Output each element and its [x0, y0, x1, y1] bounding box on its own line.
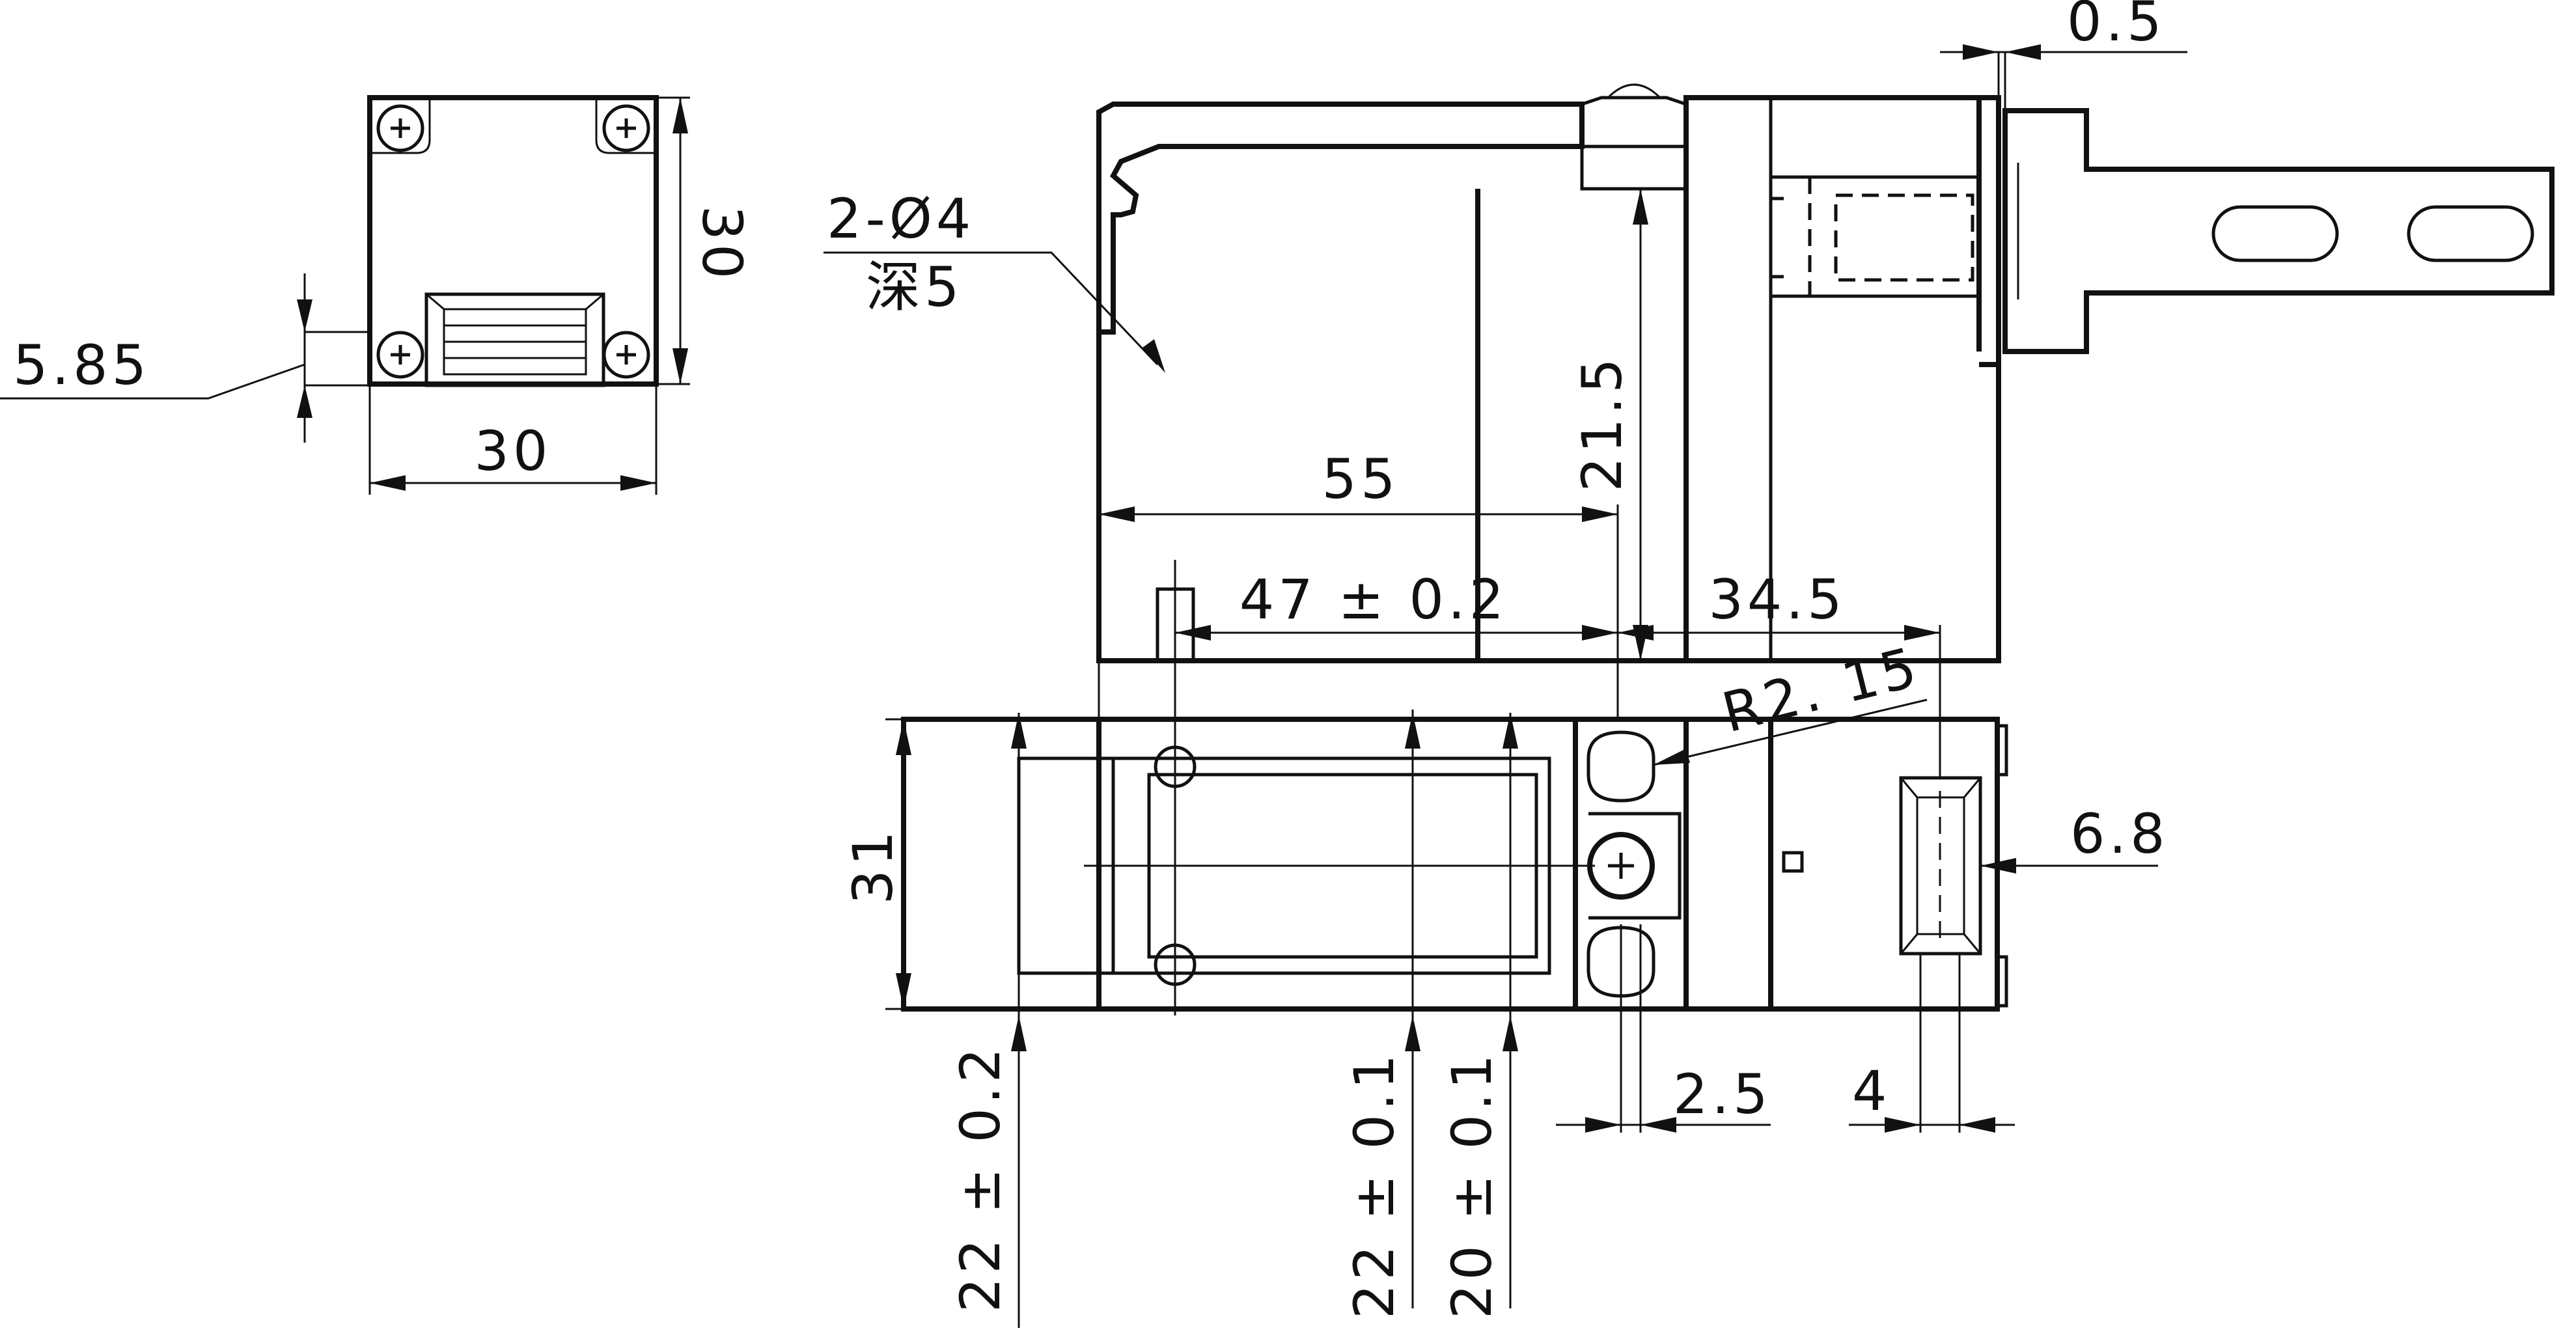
- top-body: [901, 717, 2000, 1012]
- dim-side-height: 21.5: [1570, 189, 1648, 661]
- dim-mount-offset: 5.85: [0, 273, 370, 443]
- dim-slot-radius: R2. 15: [1653, 635, 1928, 766]
- dim-slot-width-label: 6.8: [2070, 802, 2169, 866]
- dim-slot-width: 6.8: [1980, 802, 2169, 874]
- dim-slot-gap-label: 2.5: [1673, 1062, 1772, 1126]
- dim-slot-gap: 2.5: [1556, 924, 1772, 1133]
- lever-body: [1096, 102, 1585, 335]
- hole-depth-label: 深5: [866, 255, 963, 319]
- dim-actuator-thickness-label: 4: [1852, 1059, 1890, 1123]
- dim-mount-offset-label: 5.85: [13, 333, 150, 397]
- side-view: 0.5 21.5 2-Ø4 深5: [824, 0, 2555, 690]
- dim-side-height-label: 21.5: [1570, 354, 1634, 491]
- actuator-tongue: [2002, 108, 2555, 354]
- dim-width-b-label: 22 ± 0.1: [1342, 1051, 1406, 1319]
- dim-body-width: 31: [841, 718, 911, 1010]
- screw-icon: [602, 331, 650, 379]
- dim-end-height-label: 30: [690, 206, 754, 283]
- screw-icon: [376, 331, 424, 379]
- slot-hole: [1586, 926, 1655, 998]
- dim-actuator-offset-label: 34.5: [1708, 568, 1846, 631]
- dim-actuator-offset: 34.5: [1618, 568, 1941, 778]
- dim-end-width: 30: [368, 384, 658, 495]
- dim-body-width-label: 31: [841, 827, 905, 905]
- dim-overall-length: 55: [1098, 447, 1619, 719]
- dim-width-a-label: 22 ± 0.2: [949, 1044, 1012, 1312]
- dim-overall-length-label: 55: [1322, 447, 1400, 511]
- end-view: 30 30 5.85: [0, 95, 754, 495]
- slot-hole: [1586, 730, 1655, 803]
- dim-width-b: 22 ± 0.1: [1342, 713, 1420, 1319]
- housing: [1683, 95, 2001, 663]
- dim-width-c: 20 ± 0.1: [1440, 713, 1518, 1319]
- dim-hole-pitch-label: 47 ± 0.2: [1240, 568, 1508, 631]
- dim-slot-radius-label: R2. 15: [1716, 635, 1926, 745]
- screw-icon: [595, 98, 656, 154]
- dim-actuator-thickness: 4: [1849, 954, 2015, 1133]
- actuator-slot: [424, 292, 605, 387]
- dim-width-a: 22 ± 0.2: [949, 713, 1027, 1328]
- hole-spec-label: 2-Ø4: [827, 187, 975, 251]
- dim-end-width-label: 30: [475, 419, 552, 483]
- screw-icon: [1587, 812, 1682, 920]
- top-view: 55 47 ± 0.2 34.5 R2. 15 31: [841, 447, 2169, 1328]
- dim-width-c-label: 20 ± 0.1: [1440, 1051, 1504, 1319]
- dim-end-height: 30: [656, 96, 754, 385]
- screw-icon: [370, 98, 431, 154]
- dim-cam-gap-label: 0.5: [2067, 0, 2166, 53]
- actuator-slot: [1899, 776, 1982, 956]
- dim-hole-pitch: 47 ± 0.2: [1174, 568, 1618, 749]
- dim-cam-gap: 0.5: [1940, 0, 2187, 111]
- hole-callout: 2-Ø4 深5: [824, 187, 1165, 373]
